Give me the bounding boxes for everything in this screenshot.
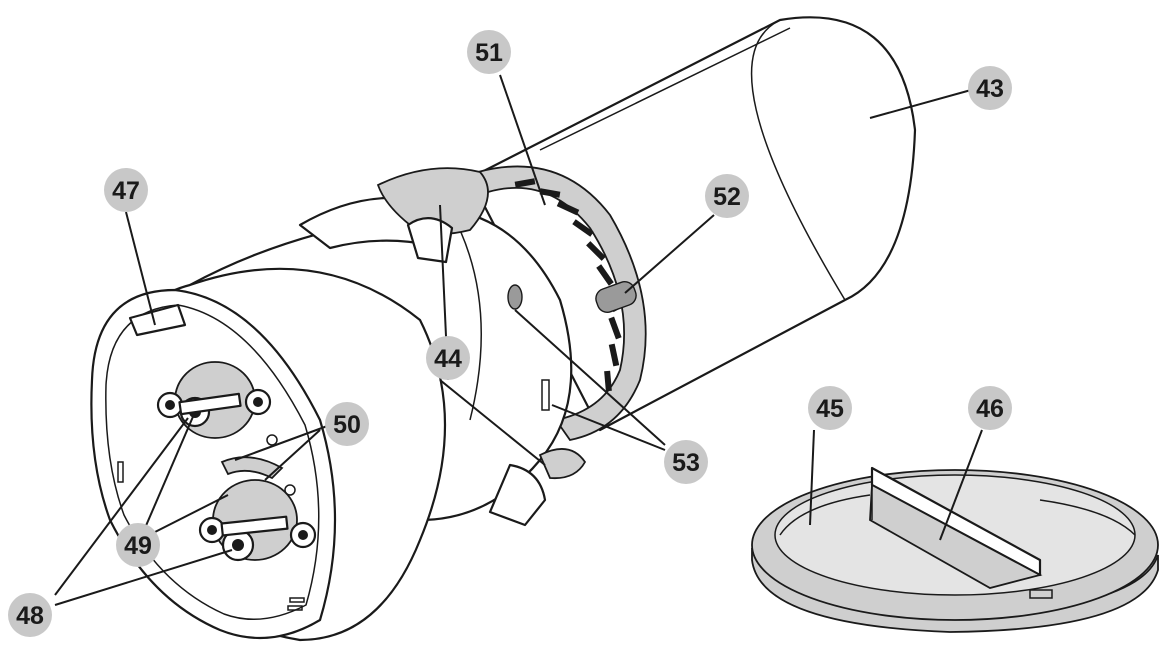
callout-52: 52 [705,174,749,218]
svg-text:49: 49 [124,532,152,560]
bottom-latch [488,448,587,527]
cap-tab [1029,589,1053,599]
callout-46: 46 [968,386,1012,430]
callout-44: 44 [426,336,470,380]
side-slot [541,379,550,411]
callout-53: 53 [664,440,708,484]
callout-50: 50 [325,402,369,446]
clamp-slots [514,178,622,392]
svg-text:45: 45 [816,395,844,423]
hose-clamp [476,165,647,441]
top-notch [128,303,187,337]
svg-text:44: 44 [434,345,462,373]
leader-lines [54,74,983,606]
callout-47: 47 [104,168,148,212]
lower-nozzle [198,479,317,562]
end-cap [751,466,1159,633]
svg-text:43: 43 [976,75,1004,103]
svg-text:50: 50 [333,411,361,439]
upper-nozzle [156,361,272,439]
cap-fin [869,466,1043,589]
top-latch [298,167,489,264]
svg-text:46: 46 [976,395,1004,423]
callout-45: 45 [808,386,852,430]
svg-text:47: 47 [112,177,140,205]
cylinder-tube [468,16,917,432]
svg-text:52: 52 [713,183,741,211]
callout-49: 49 [116,523,160,567]
svg-text:51: 51 [475,39,503,67]
svg-text:48: 48 [16,602,44,630]
front-drum [90,267,447,642]
svg-text:53: 53 [672,449,700,477]
clamp-screw [595,281,637,313]
side-hole [507,284,523,310]
callout-43: 43 [968,66,1012,110]
callout-51: 51 [467,30,511,74]
callout-48: 48 [8,593,52,637]
